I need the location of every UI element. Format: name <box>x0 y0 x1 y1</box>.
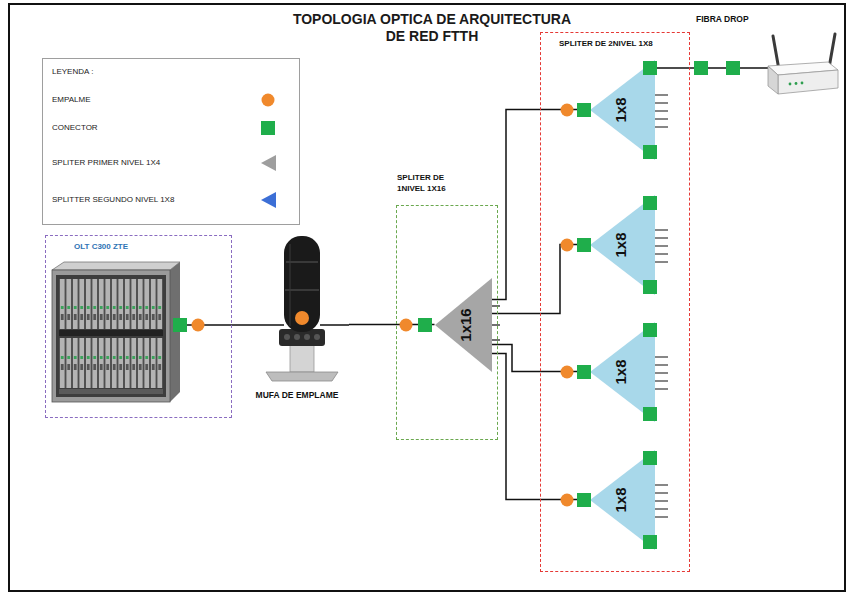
connector-symbol <box>643 451 657 465</box>
closure-port <box>284 334 290 340</box>
legend-text: EMPALME <box>52 95 91 105</box>
connector-symbol <box>643 407 657 421</box>
splitter-marks <box>561 61 658 549</box>
splitter-shape <box>435 278 492 372</box>
closure-stand <box>290 344 314 372</box>
connector-symbol <box>577 365 591 379</box>
connector-symbol <box>643 61 657 75</box>
fan-tray <box>59 330 163 336</box>
connector-symbol <box>643 280 657 294</box>
closure-bracket <box>266 372 338 381</box>
fiber-connector <box>232 324 245 326</box>
olt-chassis <box>52 262 180 402</box>
connector-symbol <box>643 323 657 337</box>
chassis-foot <box>59 389 163 394</box>
card-row <box>59 279 163 329</box>
closure-port <box>294 334 300 340</box>
router-led <box>795 82 798 85</box>
connector-symbol <box>643 196 657 210</box>
legend-row: CONECTOR <box>52 123 98 133</box>
splitter-ratio: 1x8 <box>612 359 627 384</box>
connector-symbol <box>577 493 591 507</box>
splitter-ratio: 1x8 <box>612 97 627 122</box>
port-stub <box>655 357 668 389</box>
label-holder: LEYENDA : <box>52 67 93 77</box>
legend-text: CONECTOR <box>52 123 98 133</box>
closure-port <box>314 334 320 340</box>
port-stub <box>655 230 668 262</box>
fiber-line <box>320 324 349 326</box>
splice-symbol <box>561 104 574 117</box>
port-stub <box>655 485 668 517</box>
splice-symbol <box>295 311 309 325</box>
legend-heading: LEYENDA : <box>52 67 93 77</box>
drop-label: FIBRA DROP <box>696 14 749 24</box>
legend-text: SPLITER PRIMER NIVEL 1X4 <box>52 158 160 168</box>
connector-symbol <box>261 121 275 135</box>
splice-symbol <box>561 366 574 379</box>
router-led <box>789 83 792 86</box>
page-frame <box>9 4 845 591</box>
legend-row: SPLITTER SEGUNDO NIVEL 1X8 <box>52 195 174 205</box>
node-label: MUFA DE EMPLAME <box>256 390 339 400</box>
splitter-ratio: 1x16 <box>457 308 472 341</box>
connector-symbol <box>643 535 657 549</box>
port-stub <box>492 324 500 325</box>
port-stub <box>492 305 500 306</box>
splice-symbol <box>192 319 205 332</box>
splice-symbol <box>400 319 413 332</box>
router-front <box>778 70 838 94</box>
chassis-body <box>52 270 170 402</box>
legend-text: SPLITTER SEGUNDO NIVEL 1X8 <box>52 195 174 205</box>
connector-symbol <box>577 103 591 117</box>
splice-symbol <box>262 94 275 107</box>
splitter-region: SPLITER DE 1NIVEL 1X161x16 <box>396 205 498 440</box>
connector-symbol <box>726 61 740 75</box>
chassis-top <box>52 262 180 270</box>
router-antenna <box>829 34 835 68</box>
connector-symbol <box>418 318 432 332</box>
card-row <box>59 338 163 388</box>
splice-closure: MUFA DE EMPLAME <box>245 222 349 404</box>
label-holder: FIBRA DROP <box>696 14 749 24</box>
connector-symbol <box>577 238 591 252</box>
closure-rib <box>286 261 318 263</box>
splitter-ratio: 1x8 <box>612 487 627 512</box>
fiber-line <box>245 324 284 326</box>
closure-dome <box>284 236 320 332</box>
port-stub <box>655 95 668 127</box>
title-holder: TOPOLOGIA OPTICA DE ARQUITECTURA DE RED … <box>291 11 573 45</box>
drop-fiber <box>657 67 770 69</box>
legend-row: SPLITER PRIMER NIVEL 1X4 <box>52 158 160 168</box>
splitter-ratio: 1x8 <box>612 232 627 257</box>
closure-rib <box>290 244 291 326</box>
splitter-symbol <box>261 192 276 208</box>
port-stub <box>492 339 500 340</box>
router-antenna <box>773 36 779 70</box>
splice-symbol <box>561 494 574 507</box>
legend-row: EMPALME <box>52 95 91 105</box>
router-led <box>801 82 804 85</box>
splice-closure-image <box>245 236 349 381</box>
splitter-1x16: 1x16 <box>435 278 492 372</box>
splitter-symbol <box>261 155 276 171</box>
closure-port <box>304 334 310 340</box>
connector-symbol <box>694 61 708 75</box>
node-label: SPLITER DE 1NIVEL 1X16 <box>397 173 449 195</box>
diagram-title: TOPOLOGIA OPTICA DE ARQUITECTURA DE RED … <box>291 11 573 45</box>
chassis-front <box>56 275 166 397</box>
node-label: OLT C300 ZTE <box>74 242 128 252</box>
connector-symbol <box>643 145 657 159</box>
connector-symbol <box>173 318 187 332</box>
splice-symbol <box>561 239 574 252</box>
ont-router <box>768 34 838 94</box>
olt-region: OLT C300 ZTE <box>45 235 232 418</box>
router-side <box>768 66 778 94</box>
node-label: SPLITER DE 2NIVEL 1X8 <box>559 39 653 49</box>
